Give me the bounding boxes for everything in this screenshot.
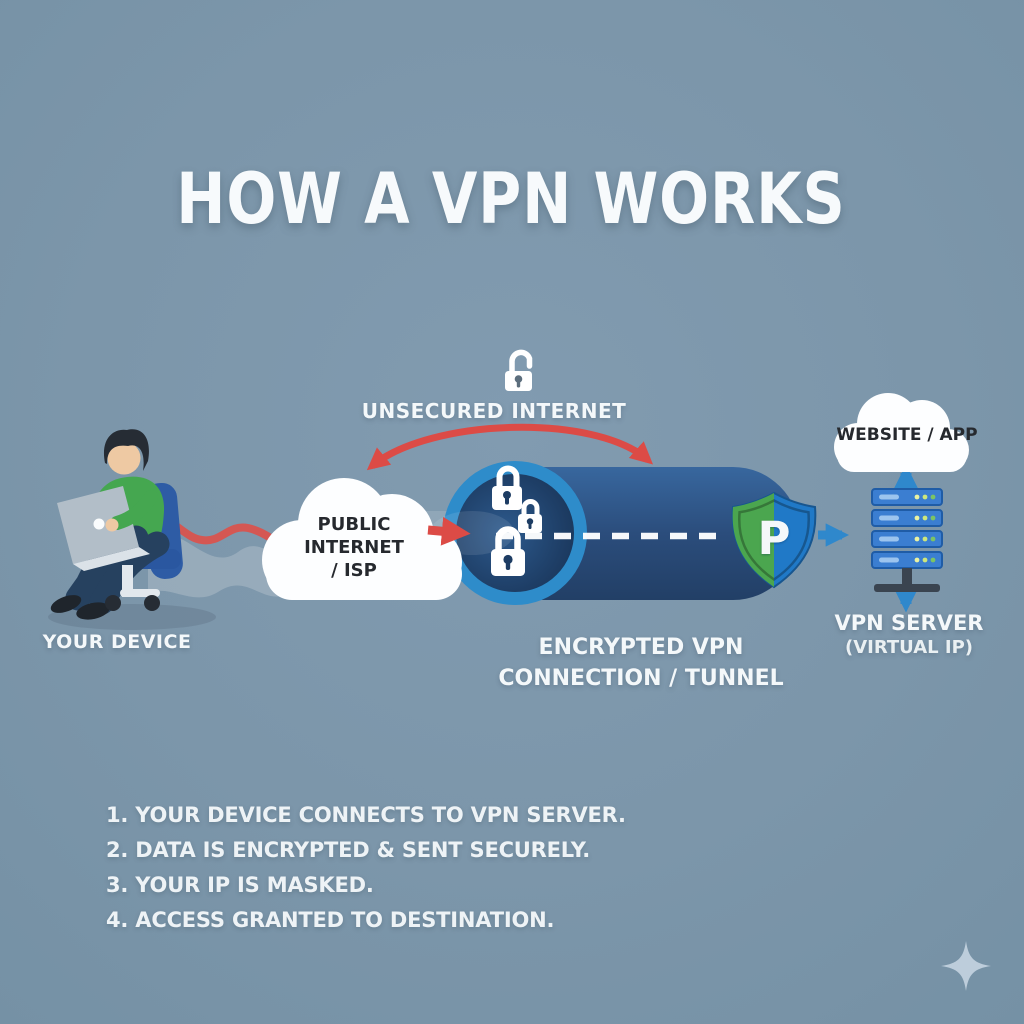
open-padlock-icon bbox=[505, 349, 533, 391]
person-head bbox=[107, 441, 141, 475]
person-hair bbox=[103, 429, 149, 471]
person-arm bbox=[110, 490, 158, 530]
virtual-ip-label: (VIRTUAL IP) bbox=[844, 637, 974, 658]
person-figure bbox=[48, 429, 216, 630]
tunnel-label: ENCRYPTED VPN CONNECTION / TUNNEL bbox=[498, 632, 783, 694]
page-title: HOW A VPN WORKS bbox=[176, 158, 846, 240]
unsecured-arc-arrow bbox=[366, 423, 654, 471]
server-unit bbox=[871, 530, 943, 548]
public-cloud-line: INTERNET bbox=[304, 537, 404, 558]
tunnel-label-line: CONNECTION / TUNNEL bbox=[498, 666, 784, 691]
closed-padlock-icon bbox=[518, 499, 542, 533]
public-internet-cloud bbox=[262, 478, 462, 600]
chair-wheel bbox=[144, 595, 160, 611]
website-app-label: WEBSITE / APP bbox=[836, 425, 978, 445]
person-hand bbox=[105, 518, 119, 532]
public-cloud-line: PUBLIC bbox=[317, 514, 391, 535]
steps-list: 1. YOUR DEVICE CONNECTS TO VPN SERVER. 2… bbox=[106, 798, 626, 938]
laptop-logo bbox=[93, 518, 105, 530]
server-unit bbox=[871, 488, 943, 506]
your-device-label: YOUR DEVICE bbox=[42, 631, 192, 653]
chair-wheel bbox=[105, 595, 121, 611]
public-cloud-line: / ISP bbox=[331, 560, 377, 581]
chair-foot bbox=[120, 589, 160, 597]
person-shoe bbox=[76, 602, 110, 620]
unsecured-internet-label: UNSECURED INTERNET bbox=[361, 399, 627, 423]
person-shoe bbox=[50, 595, 82, 613]
step-item: 1. YOUR DEVICE CONNECTS TO VPN SERVER. bbox=[106, 803, 626, 827]
public-internet-cloud-label: PUBLIC INTERNET / ISP bbox=[304, 513, 404, 582]
vpn-server-label: VPN SERVER bbox=[834, 611, 984, 635]
server-stand-pole bbox=[902, 568, 912, 584]
vpn-tunnel bbox=[430, 461, 800, 605]
chair-pole bbox=[122, 565, 133, 597]
step-item: 3. YOUR IP IS MASKED. bbox=[106, 873, 374, 897]
server-unit bbox=[871, 551, 943, 569]
server-unit bbox=[871, 509, 943, 527]
server-stand-base bbox=[874, 584, 940, 592]
step-item: 4. ACCESS GRANTED TO DESTINATION. bbox=[106, 908, 555, 932]
shield-letter: P bbox=[757, 512, 791, 565]
sparkle-icon bbox=[941, 941, 991, 991]
vpn-shield-icon bbox=[731, 491, 817, 589]
step-item: 2. DATA IS ENCRYPTED & SENT SECURELY. bbox=[106, 838, 590, 862]
cloud-to-tunnel-arrow bbox=[427, 516, 471, 546]
laptop-deck bbox=[73, 547, 150, 571]
server-rack bbox=[871, 488, 943, 592]
tunnel-label-line: ENCRYPTED VPN bbox=[538, 635, 744, 660]
website-cloud bbox=[834, 393, 969, 472]
